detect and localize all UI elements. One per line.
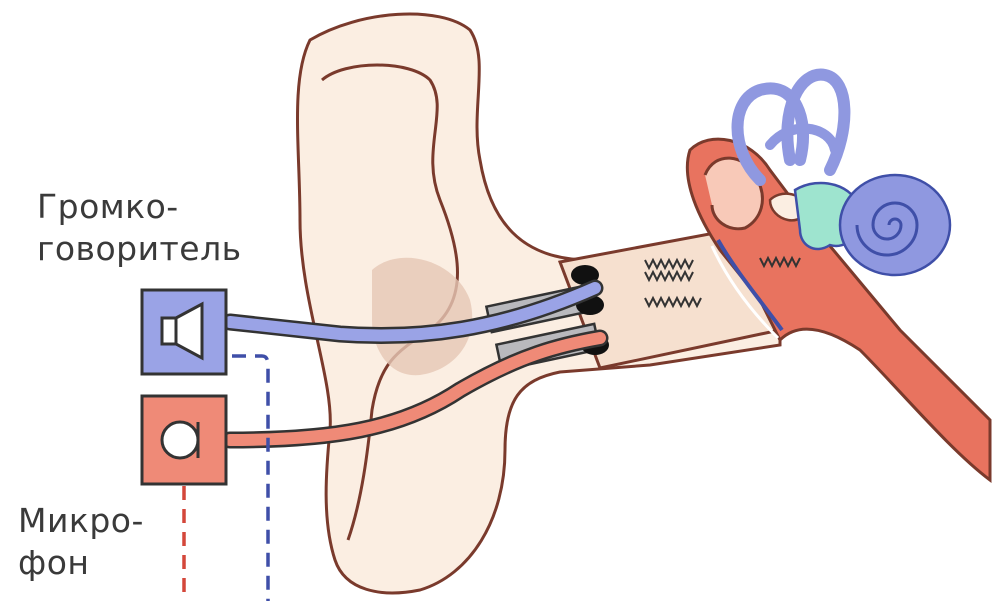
speaker-label-line1: Громко- bbox=[37, 186, 242, 228]
microphone-icon bbox=[162, 422, 198, 458]
speaker-box bbox=[142, 290, 226, 374]
cochlea bbox=[840, 175, 950, 275]
microphone-label: Микро- фон bbox=[18, 500, 144, 584]
speaker-label-line2: говоритель bbox=[37, 228, 242, 270]
dashed-line-blue bbox=[232, 356, 268, 601]
microphone-label-line2: фон bbox=[18, 542, 144, 584]
microphone-box bbox=[142, 396, 226, 484]
speaker-label: Громко- говоритель bbox=[37, 186, 242, 270]
microphone-label-line1: Микро- bbox=[18, 500, 144, 542]
